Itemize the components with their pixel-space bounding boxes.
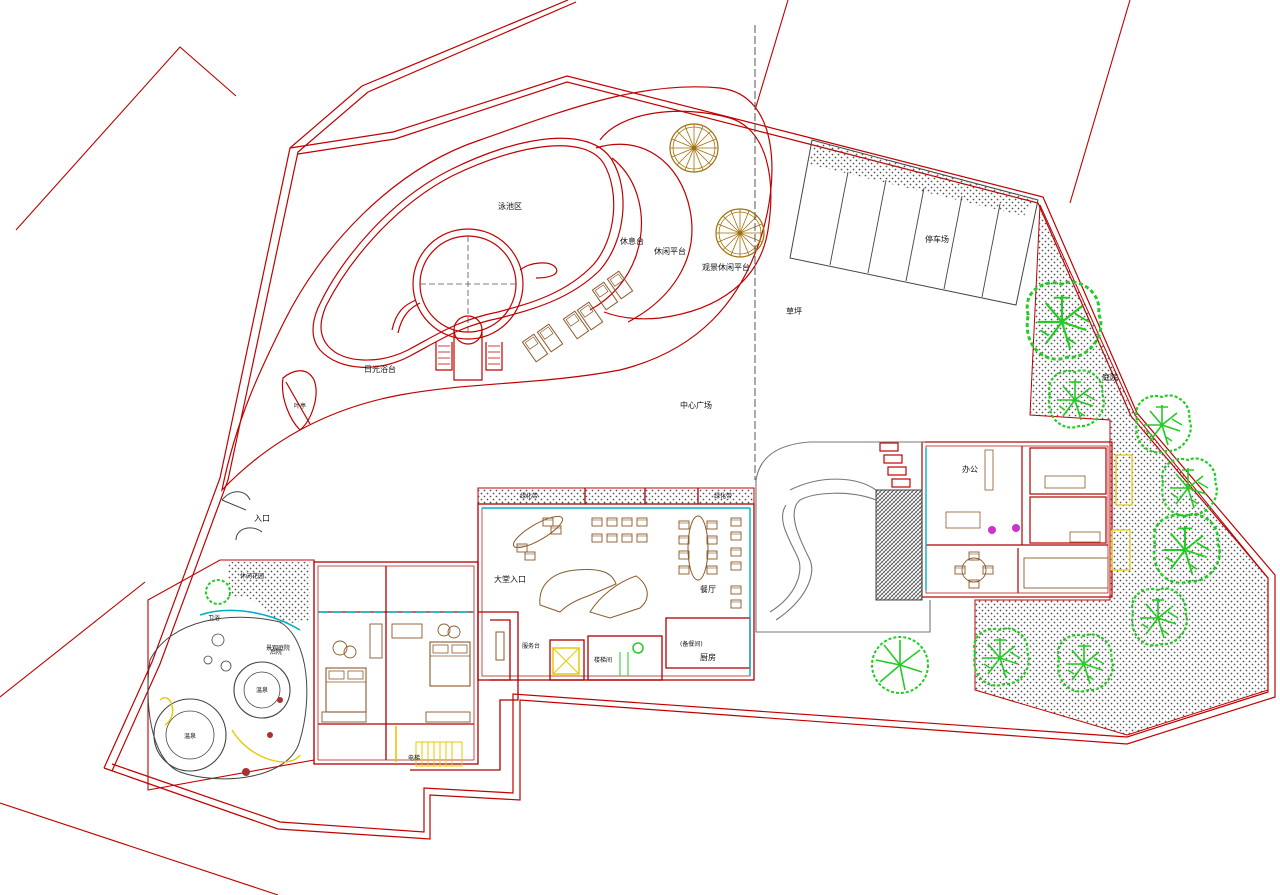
label-entrance: 入口 xyxy=(254,514,270,523)
pool-stairs xyxy=(438,345,500,365)
rock-garden xyxy=(147,559,315,791)
label-strip-a: 绿化带 xyxy=(520,492,538,500)
sun-loungers xyxy=(521,270,634,363)
label-pool: 泳池区 xyxy=(498,201,522,211)
east-building-chairs xyxy=(954,551,994,589)
label-deck-a: 休息台 xyxy=(620,236,644,246)
central-building-accents xyxy=(482,507,751,676)
label-leaf: 叶亭 xyxy=(294,402,306,410)
label-garden-a: 庭院 xyxy=(1102,372,1118,382)
hatched-ramp xyxy=(875,489,923,601)
label-west-bath: 卫浴 xyxy=(208,614,220,622)
east-building xyxy=(921,441,1133,598)
central-building xyxy=(477,487,755,681)
label-garden-c: 休闲花园 xyxy=(240,572,264,580)
courtyard xyxy=(755,441,931,633)
label-plaza: 中心广场 xyxy=(680,400,712,410)
label-spa-b: 温泉 xyxy=(184,732,196,740)
pool-complex xyxy=(221,86,773,492)
entry-steps xyxy=(879,442,911,488)
label-lift: 电梯 xyxy=(408,754,420,762)
label-kitchen: 厨房 xyxy=(700,652,716,662)
label-hall: 大堂入口 xyxy=(494,574,526,584)
parasol-icon xyxy=(669,123,719,173)
site-boundary xyxy=(103,0,1276,840)
label-yard: 后院 xyxy=(270,648,282,656)
label-deck-c: 观景休闲平台 xyxy=(702,262,750,272)
label-spa-a: 温泉 xyxy=(256,686,268,694)
site-context-lines xyxy=(0,0,1131,895)
west-stairs xyxy=(395,726,463,767)
label-lawn: 草坪 xyxy=(786,306,802,316)
label-reception: 服务台 xyxy=(522,642,540,650)
dining-chairs xyxy=(516,517,742,609)
label-garden-b: 景观庭院 xyxy=(266,644,290,652)
east-building-accents xyxy=(925,448,1020,590)
parking-area xyxy=(789,139,1039,306)
east-garden-paving xyxy=(974,204,1269,736)
label-deck-b: 休闲平台 xyxy=(654,246,686,256)
courtyard-tree xyxy=(871,636,929,694)
label-strip-b: 绿化带 xyxy=(714,492,732,500)
label-dining: 餐厅 xyxy=(700,585,716,594)
label-office: 办公 xyxy=(962,464,978,474)
west-building xyxy=(313,561,519,771)
label-kitchen-sub: (备餐间) xyxy=(680,640,703,648)
label-sun-deck: 日光浴台 xyxy=(364,364,396,374)
parasol-icon xyxy=(715,208,765,258)
plan-labels: 泳池区 休息台 休闲平台 观景休闲平台 停车场 草坪 中心广场 日光浴台 叶亭 … xyxy=(184,201,1118,762)
label-parking: 停车场 xyxy=(925,234,949,244)
label-stairs: 楼梯间 xyxy=(594,656,612,664)
entrance-gate xyxy=(221,491,263,541)
